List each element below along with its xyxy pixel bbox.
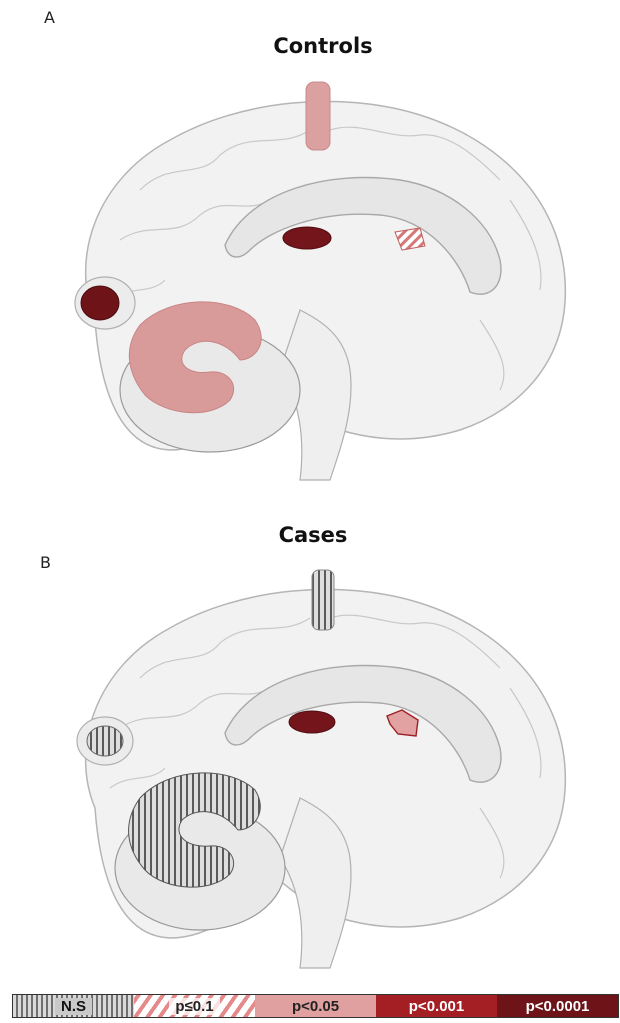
panel-title-cases: Cases [213,523,413,547]
significance-legend: N.S p≤0.1 p<0.05 p<0.001 p<0.0001 [12,994,619,1018]
brain-diagram-cases [0,558,620,978]
legend-item-p0001: p<0.001 [376,995,497,1017]
region-occipital-pole [81,286,119,320]
panel-letter-a: A [44,8,55,27]
legend-label-p0001: p<0.001 [409,998,464,1015]
region-thalamus [283,227,331,249]
legend-item-p005: p<0.05 [255,995,376,1017]
region-superior-medial-strip [306,82,330,150]
region-occipital-pole [87,726,123,756]
legend-label-ns: N.S [55,998,92,1015]
legend-item-ns: N.S [13,995,134,1017]
legend-item-p01: p≤0.1 [134,995,255,1017]
legend-label-p00001: p<0.0001 [526,998,590,1015]
region-thalamus [289,711,335,733]
region-superior-medial-strip [312,570,334,630]
legend-item-p00001: p<0.0001 [497,995,618,1017]
legend-label-p01: p≤0.1 [169,998,219,1015]
panel-title-controls: Controls [223,34,423,58]
brain-diagram-controls [0,70,620,490]
legend-label-p005: p<0.05 [292,998,339,1015]
